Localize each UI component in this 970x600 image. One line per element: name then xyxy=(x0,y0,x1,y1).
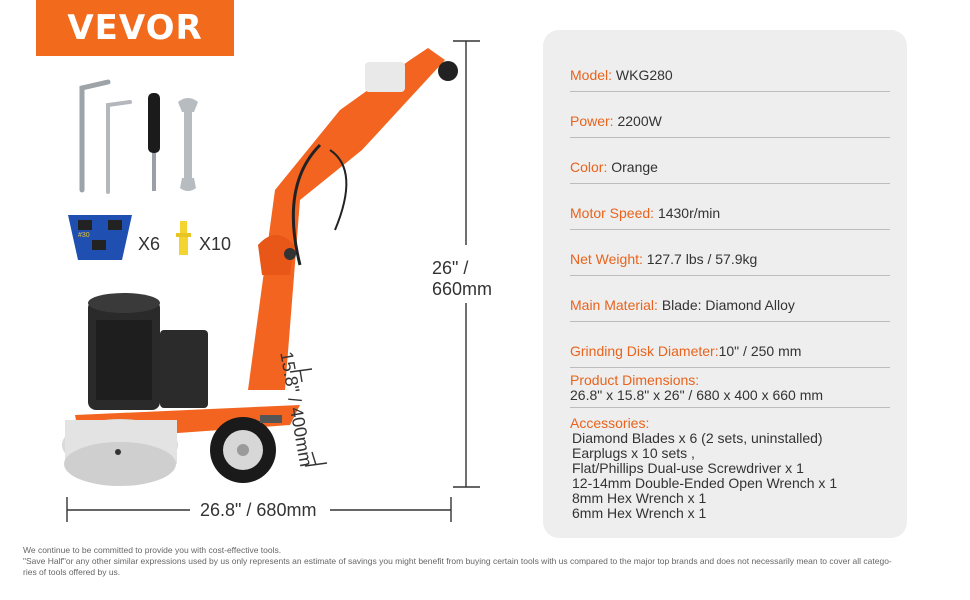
height-dimension-label: 26" / 660mm xyxy=(432,258,493,299)
spec-value: 10" / 250 mm xyxy=(718,343,802,359)
spec-row-main-material: Main Material: Blade: Diamond Alloy xyxy=(570,276,890,322)
spec-row-power: Power: 2200W xyxy=(570,92,890,138)
height-dimension-line xyxy=(453,40,480,488)
screwdriver-icon xyxy=(148,93,160,191)
spec-key: Net Weight: xyxy=(570,251,643,267)
spec-row-net-weight: Net Weight: 127.7 lbs / 57.9kg xyxy=(570,230,890,276)
spec-row-disk-diameter: Grinding Disk Diameter:10" / 250 mm xyxy=(570,322,890,368)
spec-key: Accessories: xyxy=(570,415,650,431)
spec-value: 26.8" x 15.8" x 26" / 680 x 400 x 660 mm xyxy=(570,387,824,403)
accessory-item: Diamond Blades x 6 (2 sets, uninstalled) xyxy=(572,430,823,446)
earplug-icon xyxy=(176,221,191,255)
spec-key: Model: xyxy=(570,67,613,83)
blade-marking: #30 xyxy=(78,232,90,239)
accessory-item: 8mm Hex Wrench x 1 xyxy=(572,490,707,506)
spec-value: 1430r/min xyxy=(657,205,721,221)
spec-key: Power: xyxy=(570,113,614,129)
spec-value: WKG280 xyxy=(615,67,673,83)
brand-name: VEVOR xyxy=(67,8,203,48)
disclaimer-line: We continue to be committed to provide y… xyxy=(23,545,282,555)
earplug-quantity: X10 xyxy=(199,234,232,254)
spec-key: Grinding Disk Diameter: xyxy=(570,343,719,359)
spec-value: Blade: Diamond Alloy xyxy=(661,297,795,313)
disclaimer-line: "Save Half"or any other similar expressi… xyxy=(23,556,892,566)
blade-quantity: X6 xyxy=(138,234,161,254)
brand-logo: VEVOR xyxy=(36,0,234,56)
floor-grinder xyxy=(62,48,458,486)
hex-wrench-small-icon xyxy=(106,100,132,194)
hex-wrench-large-icon xyxy=(79,79,111,193)
width-dimension-line xyxy=(66,497,452,522)
diamond-blade-icon: #30 xyxy=(68,215,132,260)
spec-row-product-dimensions: Product Dimensions: 26.8" x 15.8" x 26" … xyxy=(570,368,890,408)
spec-row-model: Model: WKG280 xyxy=(570,46,890,92)
spec-value: Orange xyxy=(611,159,658,175)
spec-row-accessories: Accessories: Diamond Blades x 6 (2 sets,… xyxy=(570,416,890,521)
spec-row-motor-speed: Motor Speed: 1430r/min xyxy=(570,184,890,230)
spec-key: Color: xyxy=(570,159,608,175)
disclaimer-line: ries of tools offered by us. xyxy=(23,567,121,577)
product-illustration: #30 xyxy=(62,40,480,522)
spec-key: Product Dimensions: xyxy=(570,372,700,388)
spec-panel: Model: WKG280 Power: 2200W Color: Orange… xyxy=(543,30,907,538)
width-dimension-label: 26.8" / 680mm xyxy=(200,500,317,520)
accessory-item: 12-14mm Double-Ended Open Wrench x 1 xyxy=(572,475,838,491)
spec-key: Motor Speed: xyxy=(570,205,655,221)
depth-dimension-line xyxy=(289,368,328,467)
accessory-item: Flat/Phillips Dual-use Screwdriver x 1 xyxy=(572,460,804,476)
spec-row-color: Color: Orange xyxy=(570,138,890,184)
accessory-item: Earplugs x 10 sets , xyxy=(572,445,695,461)
open-wrench-icon xyxy=(178,98,198,191)
spec-value: 2200W xyxy=(617,113,662,129)
spec-key: Main Material: xyxy=(570,297,658,313)
accessory-item: 6mm Hex Wrench x 1 xyxy=(572,505,707,521)
spec-value: 127.7 lbs / 57.9kg xyxy=(646,251,758,267)
disclaimer-footer: We continue to be committed to provide y… xyxy=(23,545,953,578)
